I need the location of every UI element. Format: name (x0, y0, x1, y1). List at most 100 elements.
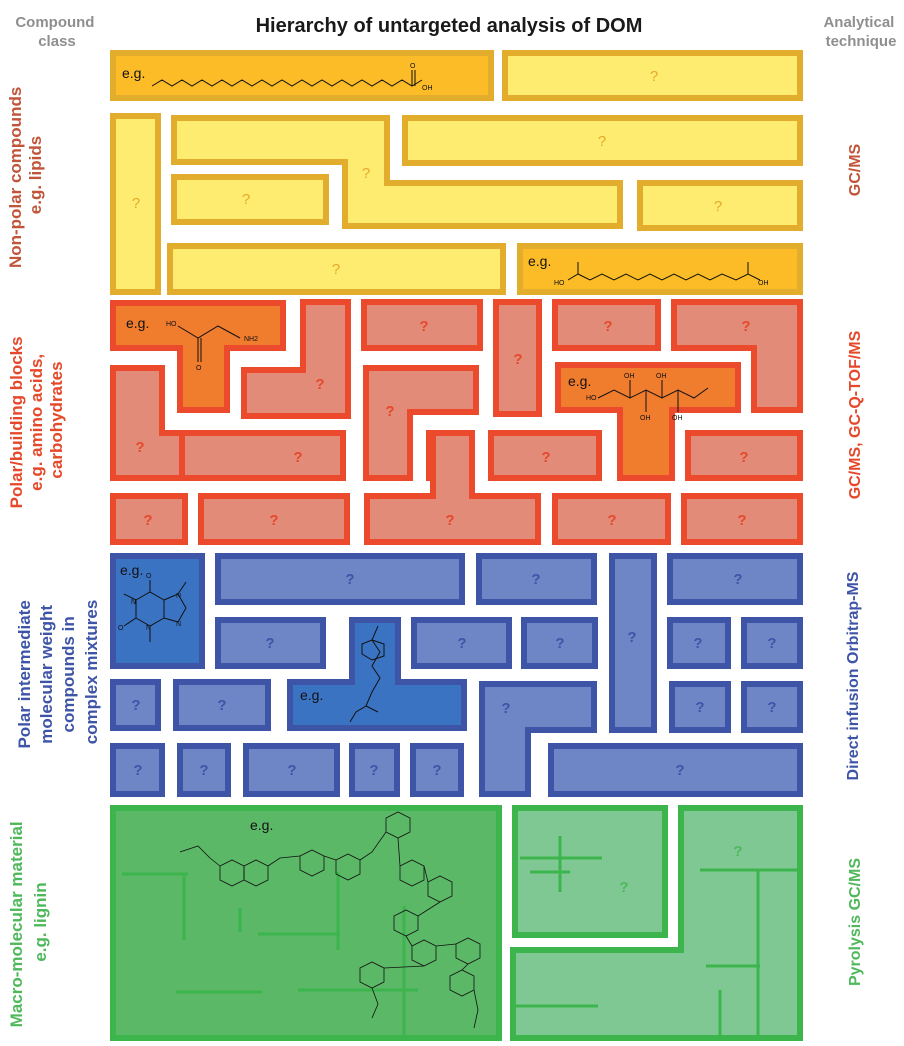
polar-block (552, 493, 671, 545)
intermediate-block (410, 743, 464, 797)
lipid-block (402, 115, 803, 166)
example-label: e.g. (528, 253, 551, 269)
svg-text:HO: HO (586, 395, 597, 402)
polar-block (685, 430, 803, 481)
example-sugar: e.g. HO OH OH OH OH (568, 373, 709, 422)
example-fatty-acid: e.g. O OH (122, 63, 433, 92)
intermediate-block (411, 617, 512, 669)
technique-label-orbitrap: Direct infusion Orbitrap-MS (845, 571, 862, 780)
unknown-marker: ? (265, 635, 274, 652)
unknown-marker: ? (531, 571, 540, 588)
example-lignin: e.g. (179, 811, 481, 1029)
unknown-marker: ? (135, 439, 144, 456)
example-intermediate-molecule: e.g. (300, 625, 385, 723)
unknown-marker: ? (199, 762, 208, 779)
unknown-marker: ? (315, 376, 324, 393)
unknown-marker: ? (733, 571, 742, 588)
intermediate-block (741, 617, 803, 669)
polar-block (364, 430, 541, 545)
class-label-polar: Polar/building blocks e.g. amino acids, … (7, 332, 66, 509)
macro-unknowns: ? ? (619, 843, 742, 896)
polar-block (179, 430, 346, 481)
unknown-marker: ? (513, 351, 522, 368)
intermediate-block (667, 553, 803, 605)
intermediate-block (173, 679, 271, 731)
lipid-block (171, 115, 623, 229)
polar-block (198, 493, 350, 545)
example-label: e.g. (300, 687, 323, 703)
svg-text:N: N (176, 593, 181, 600)
polar-block (363, 365, 479, 481)
class-label-lipids: Non-polar compounds e.g. lipids (6, 87, 45, 268)
intermediate-block (479, 681, 597, 797)
compound-class-header: Compound class (15, 14, 98, 50)
analytical-technique-header: Analytical technique (823, 14, 898, 50)
unknown-marker: ? (603, 318, 612, 335)
polar-unknowns: ? ? ? ? ? ? ? ? ? ? ? ? ? ? ? (135, 318, 750, 529)
macro-block-example-lignin (110, 805, 502, 1041)
example-label: e.g. (250, 817, 273, 833)
svg-text:N: N (176, 621, 181, 628)
intermediate-block (215, 617, 326, 669)
diagram-title: Hierarchy of untargeted analysis of DOM (256, 15, 643, 37)
lipid-unknowns: ? ? ? ? ? ? ? (132, 68, 722, 278)
svg-text:Polar intermediate molec: Polar intermediate molecular weight comp… (15, 595, 101, 748)
polar-section (110, 299, 803, 545)
example-label: e.g. (126, 315, 149, 331)
polar-block (552, 299, 661, 351)
unknown-marker: ? (607, 512, 616, 529)
svg-text:OH: OH (624, 373, 635, 380)
unknown-marker: ? (675, 762, 684, 779)
lipid-block-example-fatty-acid (110, 50, 494, 101)
lipid-block (171, 174, 329, 225)
unknown-marker: ? (619, 879, 628, 896)
intermediate-block-example-caffeine (110, 553, 205, 669)
fatty-acid-chain (151, 79, 423, 87)
unknown-marker: ? (767, 635, 776, 652)
unknown-marker: ? (501, 700, 510, 717)
svg-text:OH: OH (422, 85, 433, 92)
intermediate-unknowns: ? ? ? ? ? ? ? ? ? ? ? ? ? ? ? ? ? ? ? ? (131, 571, 776, 779)
svg-text:OH: OH (758, 280, 769, 287)
lipid-section (110, 50, 803, 295)
intermediate-block (243, 743, 340, 797)
polar-block (681, 493, 803, 545)
unknown-marker: ? (457, 635, 466, 652)
svg-text:Polar/building blocks e.: Polar/building blocks e.g. amino acids, … (7, 332, 66, 509)
unknown-marker: ? (242, 191, 250, 208)
unknown-marker: ? (419, 318, 428, 335)
polar-block (110, 493, 188, 545)
unknown-marker: ? (695, 699, 704, 716)
svg-text:O: O (410, 63, 416, 70)
unknown-marker: ? (598, 133, 606, 150)
unknown-marker: ? (555, 635, 564, 652)
macro-inner-lines (122, 836, 800, 1036)
macro-block (510, 805, 803, 1041)
unknown-marker: ? (362, 165, 370, 182)
lipid-block-example-dicarboxylic-acid (517, 243, 803, 295)
example-caffeine: e.g. O O N N N N (118, 562, 187, 642)
intermediate-block (667, 617, 731, 669)
unknown-marker: ? (741, 318, 750, 335)
unknown-marker: ? (369, 762, 378, 779)
svg-text:Macro-molecular material: Macro-molecular material e.g. lignin (7, 817, 50, 1028)
svg-text:NH2: NH2 (244, 336, 258, 343)
svg-text:O: O (146, 573, 152, 580)
svg-text:HO: HO (166, 321, 177, 328)
intermediate-block (349, 743, 400, 797)
unknown-marker: ? (541, 449, 550, 466)
unknown-marker: ? (332, 261, 340, 278)
unknown-marker: ? (445, 512, 454, 529)
polar-block (493, 299, 542, 417)
technique-label-gcqtof: GC/MS, GC-Q-TOF/MS (847, 330, 864, 499)
technique-label-gcms: GC/MS (847, 143, 864, 196)
unknown-marker: ? (217, 697, 226, 714)
example-label: e.g. (568, 373, 591, 389)
macro-section (110, 805, 803, 1041)
unknown-marker: ? (269, 512, 278, 529)
svg-text:N: N (131, 599, 136, 606)
svg-text:O: O (196, 365, 202, 372)
class-label-intermediate: Polar intermediate molecular weight comp… (15, 595, 101, 749)
unknown-marker: ? (714, 198, 722, 215)
